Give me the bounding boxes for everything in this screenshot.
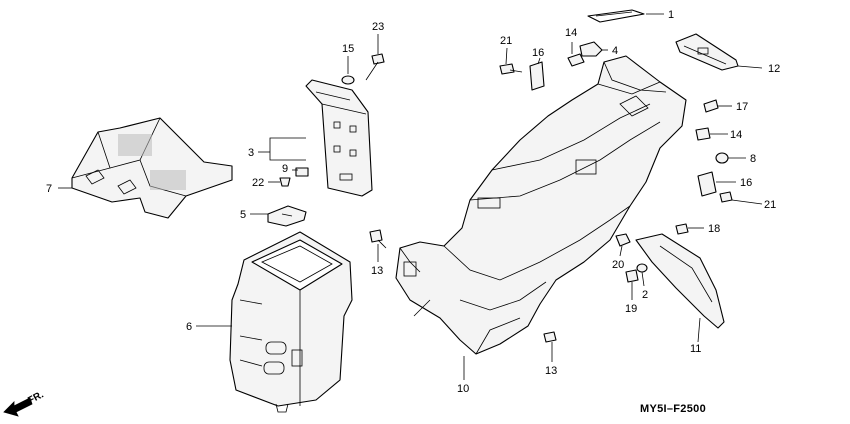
callout-14-a: 14 xyxy=(565,27,577,39)
part-7-stay xyxy=(71,117,233,219)
part-9-damper xyxy=(295,167,309,177)
callout-16-b: 16 xyxy=(740,177,752,189)
part-5-plate xyxy=(267,205,307,227)
callout-5: 5 xyxy=(240,209,246,221)
part-2-washer xyxy=(636,263,648,273)
leader-lines xyxy=(58,13,763,380)
callout-14-b: 14 xyxy=(730,129,742,141)
callout-17: 17 xyxy=(736,101,748,113)
callout-13-b: 13 xyxy=(545,365,557,377)
part-18-bolt xyxy=(675,223,689,235)
part-21-bolt-side xyxy=(719,191,733,203)
part-22-screw xyxy=(279,177,291,187)
callout-1: 1 xyxy=(668,9,674,21)
part-16-clip-top xyxy=(529,61,545,91)
part-4-clip xyxy=(579,41,603,57)
callout-7: 7 xyxy=(46,183,52,195)
front-arrow-icon xyxy=(3,397,33,417)
callout-21-a: 21 xyxy=(500,35,512,47)
callout-20: 20 xyxy=(612,259,624,271)
part-11-cover xyxy=(635,233,725,329)
part-14-nut-side xyxy=(695,127,711,141)
callout-11: 11 xyxy=(690,343,701,355)
callout-18: 18 xyxy=(708,223,720,235)
callout-3: 3 xyxy=(248,147,254,159)
part-16-clip-side xyxy=(697,171,717,197)
callout-12: 12 xyxy=(768,63,780,75)
part-14-nut-top xyxy=(567,53,585,67)
callout-8: 8 xyxy=(750,153,756,165)
callout-23: 23 xyxy=(372,21,384,33)
callout-6: 6 xyxy=(186,321,192,333)
part-15-collar xyxy=(341,75,355,85)
part-8-grommet xyxy=(715,152,729,164)
callout-21-b: 21 xyxy=(764,199,776,211)
callout-4: 4 xyxy=(612,45,618,57)
callout-15: 15 xyxy=(342,43,354,55)
callout-13-a: 13 xyxy=(371,265,383,277)
part-3-bracket xyxy=(305,79,373,197)
callout-19: 19 xyxy=(625,303,637,315)
callout-9: 9 xyxy=(282,163,288,175)
part-6-housing xyxy=(229,231,353,413)
part-23-bolt xyxy=(365,53,385,81)
callout-10: 10 xyxy=(457,383,469,395)
part-1-seal xyxy=(587,9,645,23)
part-10-rear-fender xyxy=(395,55,687,355)
part-12-bracket xyxy=(675,33,739,71)
front-direction-indicator: FR. xyxy=(3,389,46,417)
callout-labels: 1 2 3 4 5 6 7 8 9 10 11 12 13 13 14 14 1… xyxy=(46,9,780,395)
part-13-bolt-b xyxy=(543,331,557,343)
diagram-code: MY5I–F2500 xyxy=(640,403,706,415)
part-20-nut xyxy=(615,233,631,247)
part-19-nut xyxy=(625,269,639,283)
part-13-bolt-a xyxy=(369,229,387,249)
callout-22: 22 xyxy=(252,177,264,189)
callout-16-a: 16 xyxy=(532,47,544,59)
part-21-bolt-top xyxy=(499,63,523,75)
part-17-pin xyxy=(703,99,719,113)
front-label: FR. xyxy=(26,389,46,406)
callout-2: 2 xyxy=(642,289,648,301)
